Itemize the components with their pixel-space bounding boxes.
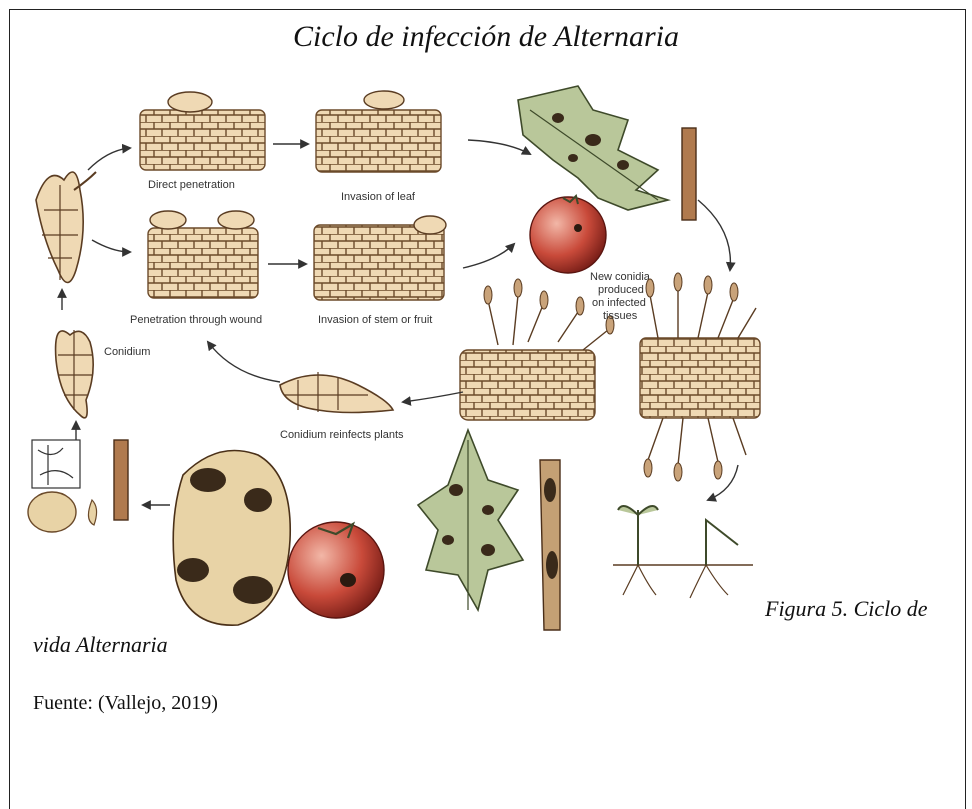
label-invasion-leaf: Invasion of leaf [341,191,416,203]
label-conidium-reinfects: Conidium reinfects plants [280,429,404,441]
stem-debris-image [114,440,128,520]
infected-stem-image [682,128,696,220]
sporulating-tissue-image [460,279,614,420]
label-direct-penetration: Direct penetration [148,179,235,191]
tissue-invasion-stem-image [314,225,444,300]
tissue-invasion-leaf-image [316,110,441,172]
label-new-conidia-produced: produced [598,284,644,296]
tissue-wound-image [148,228,258,298]
seedlings-damping-off-image [613,506,753,598]
label-new-conidia: New conidia [590,271,651,283]
label-new-conidia-infected: on infected [592,297,646,309]
infected-tomato-image [288,522,384,618]
figure-title: Ciclo de infección de Alternaria [0,20,972,54]
figure-source: Fuente: (Vallejo, 2019) [33,692,218,715]
mycelium-inset-image [32,440,80,488]
sporulating-leaf-section-image [640,273,760,481]
label-invasion-stem-fruit: Invasion of stem or fruit [318,314,432,326]
conidium-reinfects-image [280,375,393,413]
small-potato-image [28,492,76,532]
figure-caption-line1: Figura 5. Ciclo de [765,596,928,622]
figure-caption-line2: vida Alternaria [33,632,168,658]
label-conidium: Conidium [104,346,150,358]
alternaria-cycle-illustration: Direct penetration Invasion of leaf Pene… [18,80,972,640]
tissue-direct-penetration-image [140,110,265,170]
label-new-conidia-tissues: tissues [603,310,638,322]
germinating-conidium-image [36,172,96,283]
label-penetration-wound: Penetration through wound [130,314,262,326]
tomato-image [530,197,606,273]
infected-leaf-image [518,86,668,210]
infected-leaf-bottom-image [418,430,523,610]
conidium-on-leaf-image [168,92,212,112]
